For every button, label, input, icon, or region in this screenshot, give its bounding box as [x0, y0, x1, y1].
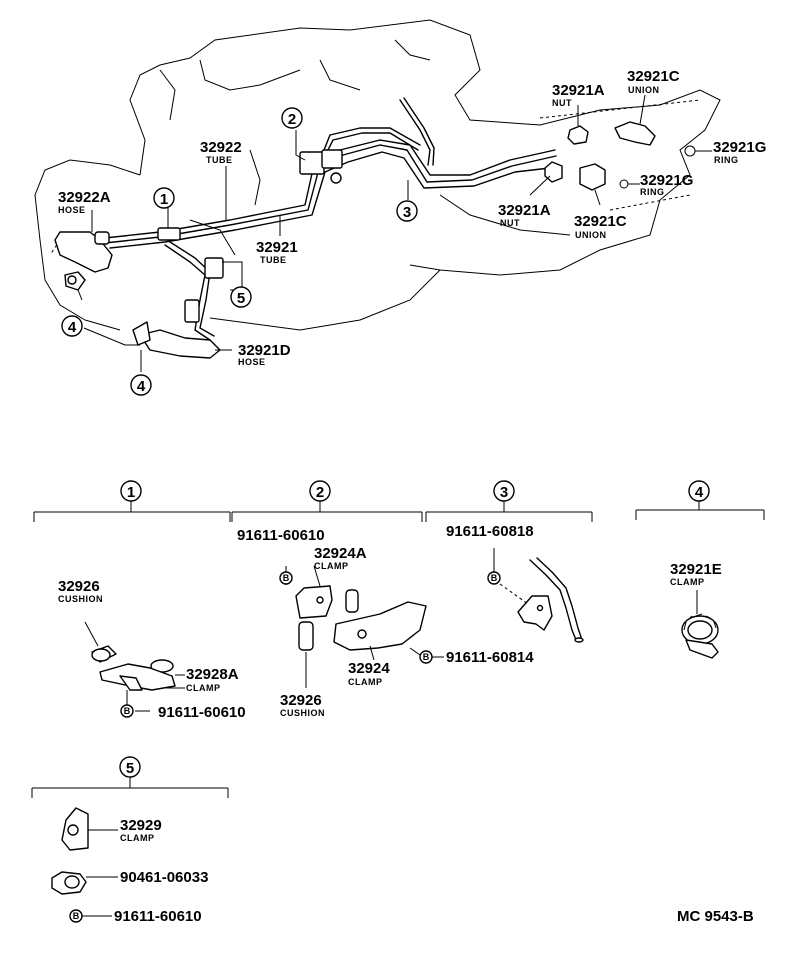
- callout-5-main: 5: [230, 286, 252, 308]
- label-d5-cushion: 90461-06033: [120, 869, 208, 886]
- svg-text:32921A: 32921A: [552, 82, 605, 99]
- label-d1-bolt: 91611-60610: [158, 704, 246, 721]
- detail-3-drawing: B: [487, 548, 584, 643]
- svg-text:RING: RING: [640, 187, 665, 197]
- svg-text:32921D: 32921D: [238, 342, 291, 359]
- svg-text:3: 3: [500, 484, 508, 501]
- svg-text:91611-60818: 91611-60818: [446, 523, 534, 540]
- svg-text:32921: 32921: [256, 239, 298, 256]
- detail-4-drawing: [681, 590, 719, 659]
- svg-text:UNION: UNION: [628, 85, 660, 95]
- label-32921C-union-top: 32921C UNION: [627, 68, 680, 95]
- svg-text:TUBE: TUBE: [206, 155, 233, 165]
- svg-text:32924A: 32924A: [314, 545, 367, 562]
- svg-text:32924: 32924: [348, 660, 390, 677]
- svg-text:32921A: 32921A: [498, 202, 551, 219]
- engine-transmission-outline: [34, 19, 721, 331]
- label-d2-32924A-clamp: 32924A CLAMP: [314, 545, 367, 571]
- svg-text:5: 5: [126, 760, 134, 777]
- svg-text:1: 1: [160, 191, 168, 208]
- svg-text:32922: 32922: [200, 139, 242, 156]
- svg-text:CLAMP: CLAMP: [120, 833, 155, 843]
- label-32921C-union-bottom: 32921C UNION: [574, 213, 627, 240]
- svg-text:3: 3: [403, 204, 411, 221]
- label-d2-bolt-top: 91611-60610: [237, 527, 325, 544]
- svg-text:32921G: 32921G: [640, 172, 693, 189]
- svg-text:32921E: 32921E: [670, 561, 722, 578]
- svg-text:B: B: [283, 573, 290, 583]
- svg-text:32922A: 32922A: [58, 189, 111, 206]
- svg-text:CLAMP: CLAMP: [670, 577, 705, 587]
- drawing-code: MC 9543-B: [677, 908, 754, 925]
- detail-1-header: 1: [33, 480, 231, 522]
- label-32922A-hose: 32922A HOSE: [58, 189, 111, 215]
- svg-text:32921C: 32921C: [574, 213, 627, 230]
- svg-text:CLAMP: CLAMP: [186, 683, 221, 693]
- label-d2-32926-cushion: 32926 CUSHION: [280, 692, 325, 718]
- svg-text:B: B: [73, 911, 80, 921]
- detail-5-header: 5: [31, 756, 229, 798]
- label-d3-bolt: 91611-60818: [446, 523, 534, 540]
- label-d4-32921E-clamp: 32921E CLAMP: [670, 561, 722, 587]
- label-d1-32926-cushion: 32926 CUSHION: [58, 578, 103, 604]
- svg-text:CUSHION: CUSHION: [58, 594, 103, 604]
- svg-text:UNION: UNION: [575, 230, 607, 240]
- svg-text:RING: RING: [714, 155, 739, 165]
- label-d2-bolt-right: 91611-60814: [446, 649, 534, 666]
- label-d1-32928A-clamp: 32928A CLAMP: [186, 666, 239, 693]
- svg-text:32929: 32929: [120, 817, 162, 834]
- label-32922-tube: 32922 TUBE: [200, 139, 242, 165]
- label-32921A-nut-bottom: 32921A NUT: [498, 202, 551, 228]
- svg-text:32921G: 32921G: [713, 139, 766, 156]
- svg-text:91611-60610: 91611-60610: [158, 704, 246, 721]
- svg-text:HOSE: HOSE: [58, 205, 86, 215]
- detail-2-drawing: B B: [279, 565, 444, 688]
- detail-5-drawing: B: [51, 807, 118, 923]
- svg-text:B: B: [124, 706, 131, 716]
- callout-1-main: 1: [153, 187, 175, 209]
- svg-text:CLAMP: CLAMP: [348, 677, 383, 687]
- label-32921G-ring-bottom: 32921G RING: [640, 172, 693, 197]
- label-32921D-hose: 32921D HOSE: [238, 342, 291, 367]
- svg-text:91611-60814: 91611-60814: [446, 649, 534, 666]
- svg-text:B: B: [491, 573, 498, 583]
- svg-text:2: 2: [316, 484, 324, 501]
- svg-text:91611-60610: 91611-60610: [114, 908, 202, 925]
- svg-text:91611-60610: 91611-60610: [237, 527, 325, 544]
- svg-text:32926: 32926: [280, 692, 322, 709]
- label-32921A-nut-top: 32921A NUT: [552, 82, 605, 108]
- svg-text:B: B: [423, 652, 430, 662]
- svg-text:CLAMP: CLAMP: [314, 561, 349, 571]
- label-32921G-ring-top: 32921G RING: [713, 139, 766, 165]
- label-d5-bolt: 91611-60610: [114, 908, 202, 925]
- svg-text:4: 4: [695, 484, 704, 501]
- detail-4-header: 4: [635, 480, 765, 520]
- svg-text:2: 2: [288, 111, 296, 128]
- svg-text:HOSE: HOSE: [238, 357, 266, 367]
- label-32921-tube: 32921 TUBE: [256, 239, 298, 265]
- svg-text:NUT: NUT: [500, 218, 520, 228]
- svg-text:32928A: 32928A: [186, 666, 239, 683]
- svg-text:NUT: NUT: [552, 98, 572, 108]
- leader-lines-main: [77, 94, 712, 372]
- svg-text:90461-06033: 90461-06033: [120, 869, 208, 886]
- svg-text:4: 4: [68, 319, 77, 336]
- callout-4-main-upper: 4: [61, 315, 83, 337]
- label-d5-32929-clamp: 32929 CLAMP: [120, 817, 162, 843]
- svg-text:5: 5: [237, 290, 245, 307]
- svg-text:32921C: 32921C: [627, 68, 680, 85]
- svg-text:TUBE: TUBE: [260, 255, 287, 265]
- svg-text:4: 4: [137, 378, 146, 395]
- callout-3-main: 3: [396, 200, 418, 222]
- svg-text:CUSHION: CUSHION: [280, 708, 325, 718]
- callout-2-main: 2: [281, 107, 303, 129]
- detail-3-header: 3: [425, 480, 593, 522]
- detail-1-drawing: B: [84, 621, 185, 718]
- svg-text:1: 1: [127, 484, 135, 501]
- svg-text:32926: 32926: [58, 578, 100, 595]
- callout-4-main-lower: 4: [130, 374, 152, 396]
- label-d2-32924-clamp: 32924 CLAMP: [348, 660, 390, 687]
- detail-2-header: 2: [231, 480, 423, 522]
